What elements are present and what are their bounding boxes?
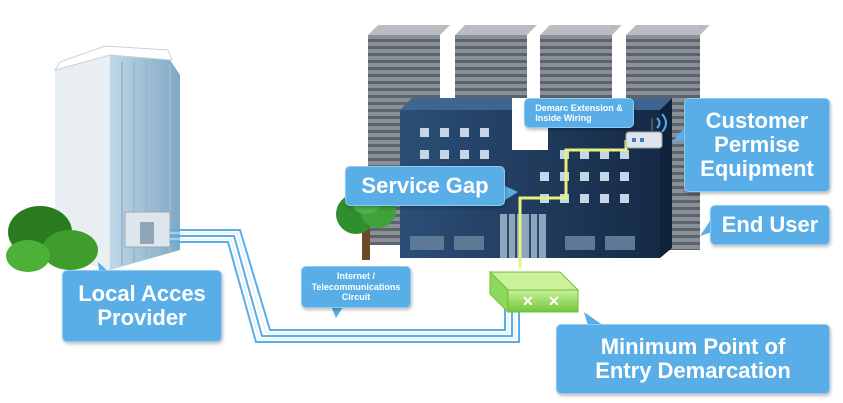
demarc-extension-label: Demarc Extension & Inside Wiring bbox=[524, 98, 634, 128]
circuit-lines-light bbox=[170, 232, 516, 340]
svg-text:✕: ✕ bbox=[522, 293, 534, 309]
router-icon bbox=[625, 113, 667, 149]
circuit-lines bbox=[170, 229, 520, 343]
end-user-label: End User bbox=[710, 205, 830, 245]
service-gap-label: Service Gap bbox=[345, 166, 505, 206]
internet-circuit-label: Internet / Telecommunications Circuit bbox=[301, 266, 411, 308]
customer-premise-equipment-label: Customer Permise Equipment bbox=[684, 98, 830, 192]
svg-text:✕: ✕ bbox=[548, 293, 560, 309]
minimum-point-of-entry-label: Minimum Point of Entry Demarcation bbox=[556, 324, 830, 394]
local-access-provider-label: Local Acces Provider bbox=[62, 270, 222, 342]
demarc-box-icon: ✕ ✕ bbox=[488, 270, 580, 314]
shrub-icon bbox=[6, 206, 98, 272]
inside-wiring bbox=[518, 140, 628, 268]
office-building-icon bbox=[400, 98, 672, 258]
local-provider-building-icon bbox=[53, 45, 180, 270]
